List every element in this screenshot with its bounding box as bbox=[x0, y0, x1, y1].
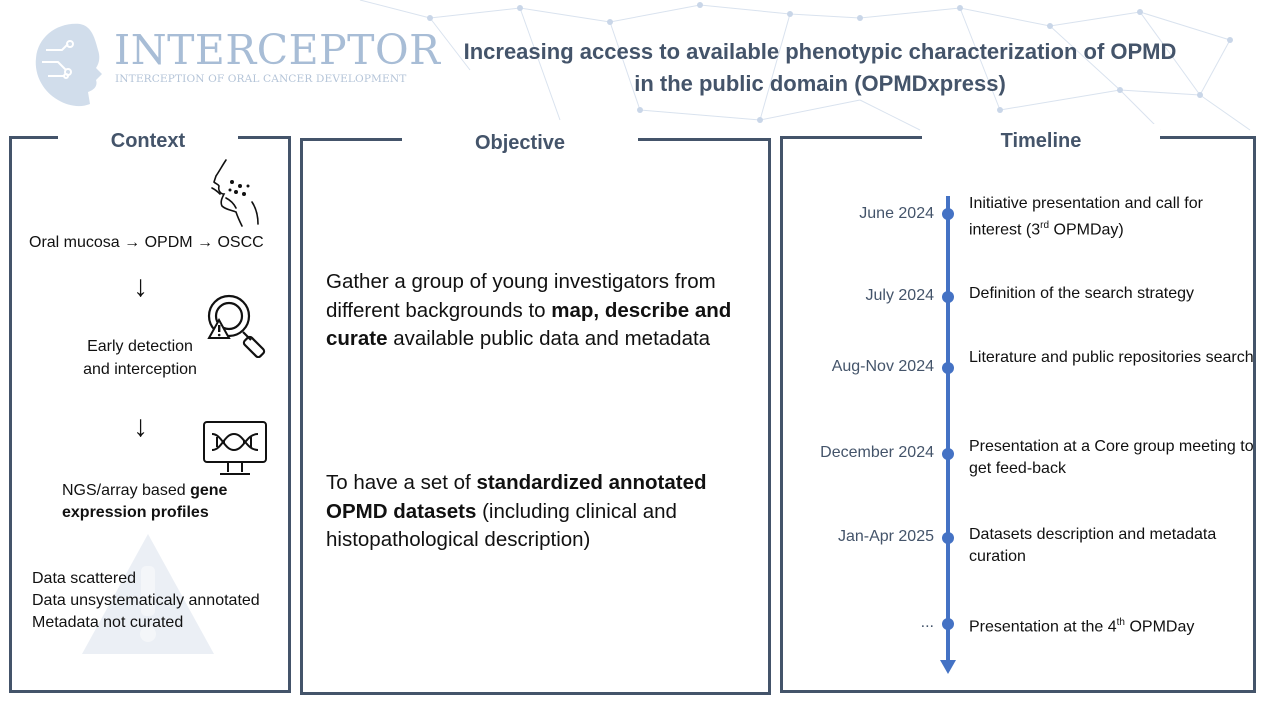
timeline-event-text: Literature and public repositories searc… bbox=[969, 347, 1259, 369]
event-text-end: OPMDay) bbox=[1049, 221, 1124, 239]
objective-title: Objective bbox=[402, 126, 638, 160]
timeline-event-text: Presentation at a Core group meeting to … bbox=[969, 436, 1259, 480]
objective-p1-bold: map, describe and curate bbox=[326, 298, 732, 351]
context-title: Context bbox=[58, 124, 238, 158]
event-sup: th bbox=[1116, 617, 1125, 628]
timeline-dot bbox=[942, 448, 954, 460]
timeline-title: Timeline bbox=[922, 124, 1160, 158]
early-detection-text: Early detection and interception bbox=[60, 335, 220, 381]
timeline-date: ... bbox=[920, 614, 934, 631]
event-sup: rd bbox=[1040, 220, 1050, 231]
warning-triangle-icon bbox=[82, 534, 214, 654]
objective-panel bbox=[300, 138, 771, 695]
early-line-1: Early detection bbox=[87, 338, 193, 355]
objective-p2-text: To have a set of bbox=[326, 471, 477, 494]
ngs-bold: gene expression profiles bbox=[62, 482, 228, 521]
issue-item: Data scattered bbox=[32, 570, 137, 587]
objective-p1-text: Gather a group of young investigators fr… bbox=[326, 270, 716, 322]
interceptor-logo: INTERCEPTOR INTERCEPTION OF ORAL CANCER … bbox=[28, 18, 440, 110]
event-text: Presentation at the 4 bbox=[969, 618, 1117, 636]
timeline-dot bbox=[942, 532, 954, 544]
timeline-arrowhead bbox=[940, 660, 956, 674]
headline-line-2: in the public domain (OPMDxpress) bbox=[634, 71, 1006, 96]
timeline-date: July 2024 bbox=[865, 287, 935, 304]
timeline-event-text: Presentation at the 4th OPMDay bbox=[969, 612, 1259, 638]
objective-p1-text-end: available public data and metadata bbox=[387, 327, 711, 350]
early-line-2: and interception bbox=[83, 361, 197, 378]
objective-paragraph-2: To have a set of standardized annotated … bbox=[326, 469, 756, 555]
timeline-date: June 2024 bbox=[859, 205, 934, 222]
issues-list: Data scattered Data unsystematicaly anno… bbox=[32, 568, 260, 634]
down-arrow-icon: ↓ bbox=[133, 410, 148, 443]
objective-paragraph-1: Gather a group of young investigators fr… bbox=[326, 268, 756, 354]
magnifier-warning-icon bbox=[207, 294, 266, 358]
objective-p2-text-end: (including clinical and histopathologica… bbox=[326, 499, 677, 552]
face-lesion-icon bbox=[211, 159, 259, 227]
logo-title: INTERCEPTOR bbox=[114, 26, 441, 74]
event-text: Datasets description and metadata curati… bbox=[969, 526, 1217, 565]
event-text: Presentation at a Core group meeting to … bbox=[969, 438, 1254, 477]
objective-p2-bold: standardized annotated OPMD datasets bbox=[326, 471, 707, 523]
head-profile-icon bbox=[35, 23, 103, 107]
ngs-text: NGS/array based gene expression profiles bbox=[62, 480, 282, 524]
event-text-end: OPMDay bbox=[1125, 618, 1195, 636]
timeline-dot bbox=[942, 208, 954, 220]
headline-line-1: Increasing access to available phenotypi… bbox=[463, 39, 1177, 64]
issue-item: Metadata not curated bbox=[32, 614, 184, 631]
event-text: Initiative presentation and call for int… bbox=[969, 195, 1203, 239]
timeline-axis bbox=[946, 196, 950, 662]
ngs-prefix: NGS/array based bbox=[62, 482, 191, 499]
event-text: Literature and public repositories searc… bbox=[969, 349, 1254, 366]
event-text: Definition of the search strategy bbox=[969, 285, 1195, 302]
timeline-dot bbox=[942, 291, 954, 303]
timeline-event-text: Definition of the search strategy bbox=[969, 283, 1259, 305]
dna-monitor-icon bbox=[203, 421, 267, 475]
timeline-date: Jan-Apr 2025 bbox=[837, 528, 934, 545]
timeline-date: December 2024 bbox=[820, 444, 934, 461]
issue-item: Data unsystematicaly annotated bbox=[32, 592, 260, 609]
timeline-dot bbox=[942, 362, 954, 374]
timeline-date: Aug-Nov 2024 bbox=[831, 358, 934, 375]
timeline-dot bbox=[942, 618, 954, 630]
timeline-event-text: Initiative presentation and call for int… bbox=[969, 193, 1259, 241]
down-arrow-icon: ↓ bbox=[133, 270, 148, 303]
logo-subtitle: INTERCEPTION OF ORAL CANCER DEVELOPMENT bbox=[115, 73, 407, 85]
context-flow: Oral mucosa → OPDM → OSCC bbox=[29, 234, 264, 251]
timeline-event-text: Datasets description and metadata curati… bbox=[969, 524, 1259, 568]
page-title: Increasing access to available phenotypi… bbox=[430, 36, 1210, 100]
